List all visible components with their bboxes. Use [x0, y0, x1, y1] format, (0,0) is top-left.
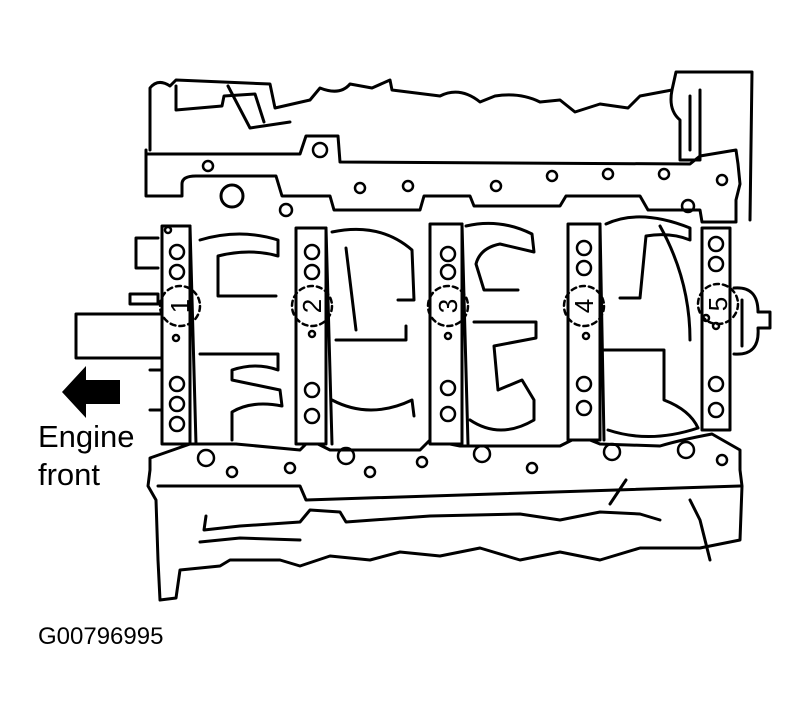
direction-label-line-2: front: [38, 457, 101, 492]
figure-code: G00796995: [38, 623, 164, 650]
upper-block-outline: [148, 70, 754, 222]
cap-marker-circles: [158, 282, 740, 328]
cap-number-2: 2: [297, 299, 327, 313]
left-arrow-icon: [62, 366, 120, 418]
crankshaft-rear-snout: [732, 286, 772, 356]
direction-label-line-1: Engine: [38, 419, 135, 454]
cap-number-3: 3: [433, 299, 463, 313]
cap-number-1: 1: [165, 299, 195, 313]
crank-webs: [198, 215, 700, 442]
cap-number-5: 5: [703, 297, 733, 311]
upper-flange: [144, 134, 742, 224]
lower-block-outline: [146, 432, 744, 602]
cap-numbers: 1 2 3 4 5: [165, 297, 733, 313]
cap-number-4: 4: [569, 299, 599, 313]
bolt-holes: [163, 141, 729, 479]
bearing-caps: [160, 222, 732, 446]
